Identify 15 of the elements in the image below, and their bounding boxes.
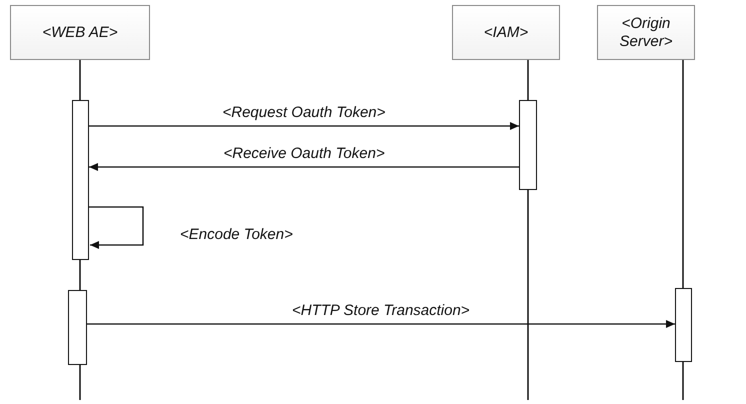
message-label: <Encode Token> [180, 226, 293, 243]
activation-bar [519, 100, 537, 190]
activation-bar [72, 100, 89, 260]
lifeline-header: <WEB AE> [10, 5, 150, 60]
message-arrow [89, 122, 519, 130]
message-arrow [87, 320, 675, 328]
lifeline-header: <IAM> [452, 5, 560, 60]
message-label: <HTTP Store Transaction> [292, 302, 470, 319]
message-arrow [89, 206, 144, 249]
message-arrow [89, 163, 519, 171]
activation-bar [675, 288, 692, 362]
message-label: <Receive Oauth Token> [224, 145, 385, 162]
lifeline-header: <Origin Server> [597, 5, 695, 60]
activation-bar [68, 290, 87, 365]
message-label: <Request Oauth Token> [222, 104, 386, 121]
